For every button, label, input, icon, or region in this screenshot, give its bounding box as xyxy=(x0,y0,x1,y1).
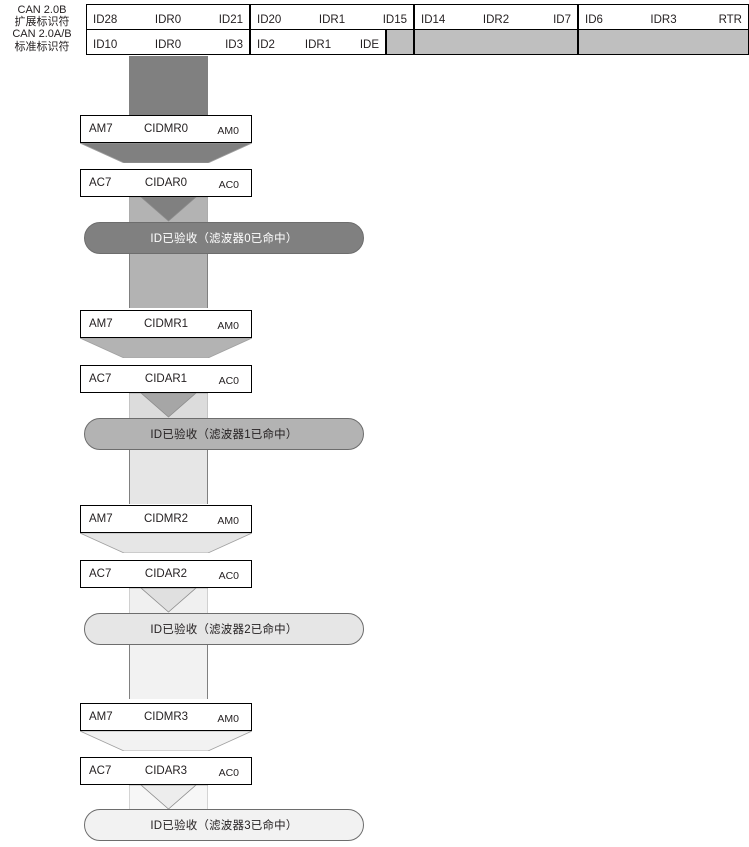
filter-3-mask-left-label: AM7 xyxy=(89,711,113,723)
header-extended-cell-IDR0: ID28 IDR0 ID21 xyxy=(86,4,250,30)
filter-0-accept-notch xyxy=(129,197,208,223)
filter-3-accept-notch xyxy=(129,785,208,811)
header-standard-filler-3 xyxy=(414,29,578,55)
header-extended-left-label: ID6 xyxy=(585,14,603,26)
filter-2-result-label: ID已验收（滤波器2已命中） xyxy=(150,624,298,636)
filter-1-mask-funnel xyxy=(80,338,252,358)
filter-2-mask-funnel xyxy=(80,533,252,553)
filter-1-input-band xyxy=(129,254,208,308)
filter-1-mask-left-label: AM7 xyxy=(89,318,113,330)
filter-1-accept-left-label: AC7 xyxy=(89,373,112,385)
identifier-legend: CAN 2.0B 扩展标识符 CAN 2.0A/B 标准标识符 xyxy=(3,4,81,53)
header-standard-cell-IDR1: ID2 IDR1 IDE xyxy=(250,29,386,55)
filter-3-mask-register: AM7 CIDMR3 AM0 xyxy=(80,703,252,731)
header-extended-cell-IDR2: ID14 IDR2 ID7 xyxy=(414,4,578,30)
filter-3-mask-right-label: AM0 xyxy=(217,713,239,725)
filter-3-accept-register: AC7 CIDAR3 AC0 xyxy=(80,757,252,785)
header-standard-filler-2 xyxy=(386,29,414,55)
legend-standard-line2: 标准标识符 xyxy=(14,40,70,53)
filter-1-accept-right-label: AC0 xyxy=(218,375,239,387)
header-extended-right-label: ID7 xyxy=(553,14,571,26)
filter-0-mask-left-label: AM7 xyxy=(89,123,113,135)
filter-0-accept-name-label: CIDAR0 xyxy=(144,177,188,189)
filter-2-accept-register: AC7 CIDAR2 AC0 xyxy=(80,560,252,588)
header-extended-right-label: ID15 xyxy=(382,14,407,26)
header-extended-right-label: ID21 xyxy=(218,14,243,26)
filter-0-accept-left-label: AC7 xyxy=(89,177,112,189)
filter-2-mask-left-label: AM7 xyxy=(89,513,113,525)
filter-1-mask-register: AM7 CIDMR1 AM0 xyxy=(80,310,252,338)
filter-2-accept-name-label: CIDAR2 xyxy=(144,568,188,580)
filter-3-accept-name-label: CIDAR3 xyxy=(144,765,188,777)
filter-0-accept-right-label: AC0 xyxy=(218,179,239,191)
filter-1-accept-register: AC7 CIDAR1 AC0 xyxy=(80,365,252,393)
filter-2-accept-notch xyxy=(129,588,208,614)
filter-2-mask-right-label: AM0 xyxy=(217,515,239,527)
header-standard-right-label: IDE xyxy=(359,39,379,51)
header-standard-left-label: ID10 xyxy=(93,39,118,51)
filter-0-mask-funnel xyxy=(80,143,252,163)
header-extended-cell-IDR3: ID6 IDR3 RTR xyxy=(578,4,749,30)
filter-1-result-label: ID已验收（滤波器1已命中） xyxy=(150,429,298,441)
header-standard-cell-IDR0: ID10 IDR0 ID3 xyxy=(86,29,250,55)
filter-1-mask-right-label: AM0 xyxy=(217,320,239,332)
header-extended-left-label: ID14 xyxy=(421,14,446,26)
header-extended-mid-label: IDR2 xyxy=(482,14,510,26)
header-standard-right-label: ID3 xyxy=(225,39,243,51)
filter-3-mask-name-label: CIDMR3 xyxy=(143,711,189,723)
filter-1-accept-notch xyxy=(129,393,208,419)
legend-extended-line2: 扩展标识符 xyxy=(14,16,70,29)
filter-3-accept-left-label: AC7 xyxy=(89,765,112,777)
filter-0-mask-register: AM7 CIDMR0 AM0 xyxy=(80,115,252,143)
header-extended-mid-label: IDR3 xyxy=(650,14,677,26)
header-extended-mid-label: IDR0 xyxy=(154,14,182,26)
header-standard-left-label: ID2 xyxy=(257,39,275,51)
filter-0-result-pill: ID已验收（滤波器0已命中） xyxy=(84,222,364,254)
filter-0-result-label: ID已验收（滤波器0已命中） xyxy=(150,233,298,245)
header-extended-left-label: ID20 xyxy=(257,14,282,26)
filter-2-mask-register: AM7 CIDMR2 AM0 xyxy=(80,505,252,533)
header-standard-mid-label: IDR1 xyxy=(304,39,332,51)
filter-0-accept-register: AC7 CIDAR0 AC0 xyxy=(80,169,252,197)
filter-1-accept-name-label: CIDAR1 xyxy=(144,373,188,385)
filter-2-input-band xyxy=(129,450,208,504)
header-extended-right-label: RTR xyxy=(718,14,742,26)
filter-3-result-label: ID已验收（滤波器3已命中） xyxy=(150,820,298,832)
filter-2-accept-left-label: AC7 xyxy=(89,568,112,580)
filter-2-accept-right-label: AC0 xyxy=(218,570,239,582)
filter-0-mask-right-label: AM0 xyxy=(217,125,239,137)
filter-0-mask-name-label: CIDMR0 xyxy=(143,123,189,135)
filter-3-result-pill: ID已验收（滤波器3已命中） xyxy=(84,809,364,841)
filter-0-input-band xyxy=(129,56,208,116)
filter-1-result-pill: ID已验收（滤波器1已命中） xyxy=(84,418,364,450)
header-standard-mid-label: IDR0 xyxy=(154,39,182,51)
header-extended-mid-label: IDR1 xyxy=(318,14,346,26)
legend-standard-line1: CAN 2.0A/B xyxy=(12,28,72,41)
filter-3-input-band xyxy=(129,645,208,699)
filter-1-mask-name-label: CIDMR1 xyxy=(143,318,189,330)
filter-2-mask-name-label: CIDMR2 xyxy=(143,513,189,525)
filter-3-mask-funnel xyxy=(80,731,252,751)
header-standard-filler-4 xyxy=(578,29,749,55)
header-extended-cell-IDR1: ID20 IDR1 ID15 xyxy=(250,4,414,30)
legend-extended-line1: CAN 2.0B xyxy=(17,4,67,16)
filter-2-result-pill: ID已验收（滤波器2已命中） xyxy=(84,613,364,645)
filter-3-accept-right-label: AC0 xyxy=(218,767,239,779)
header-extended-left-label: ID28 xyxy=(93,14,118,26)
